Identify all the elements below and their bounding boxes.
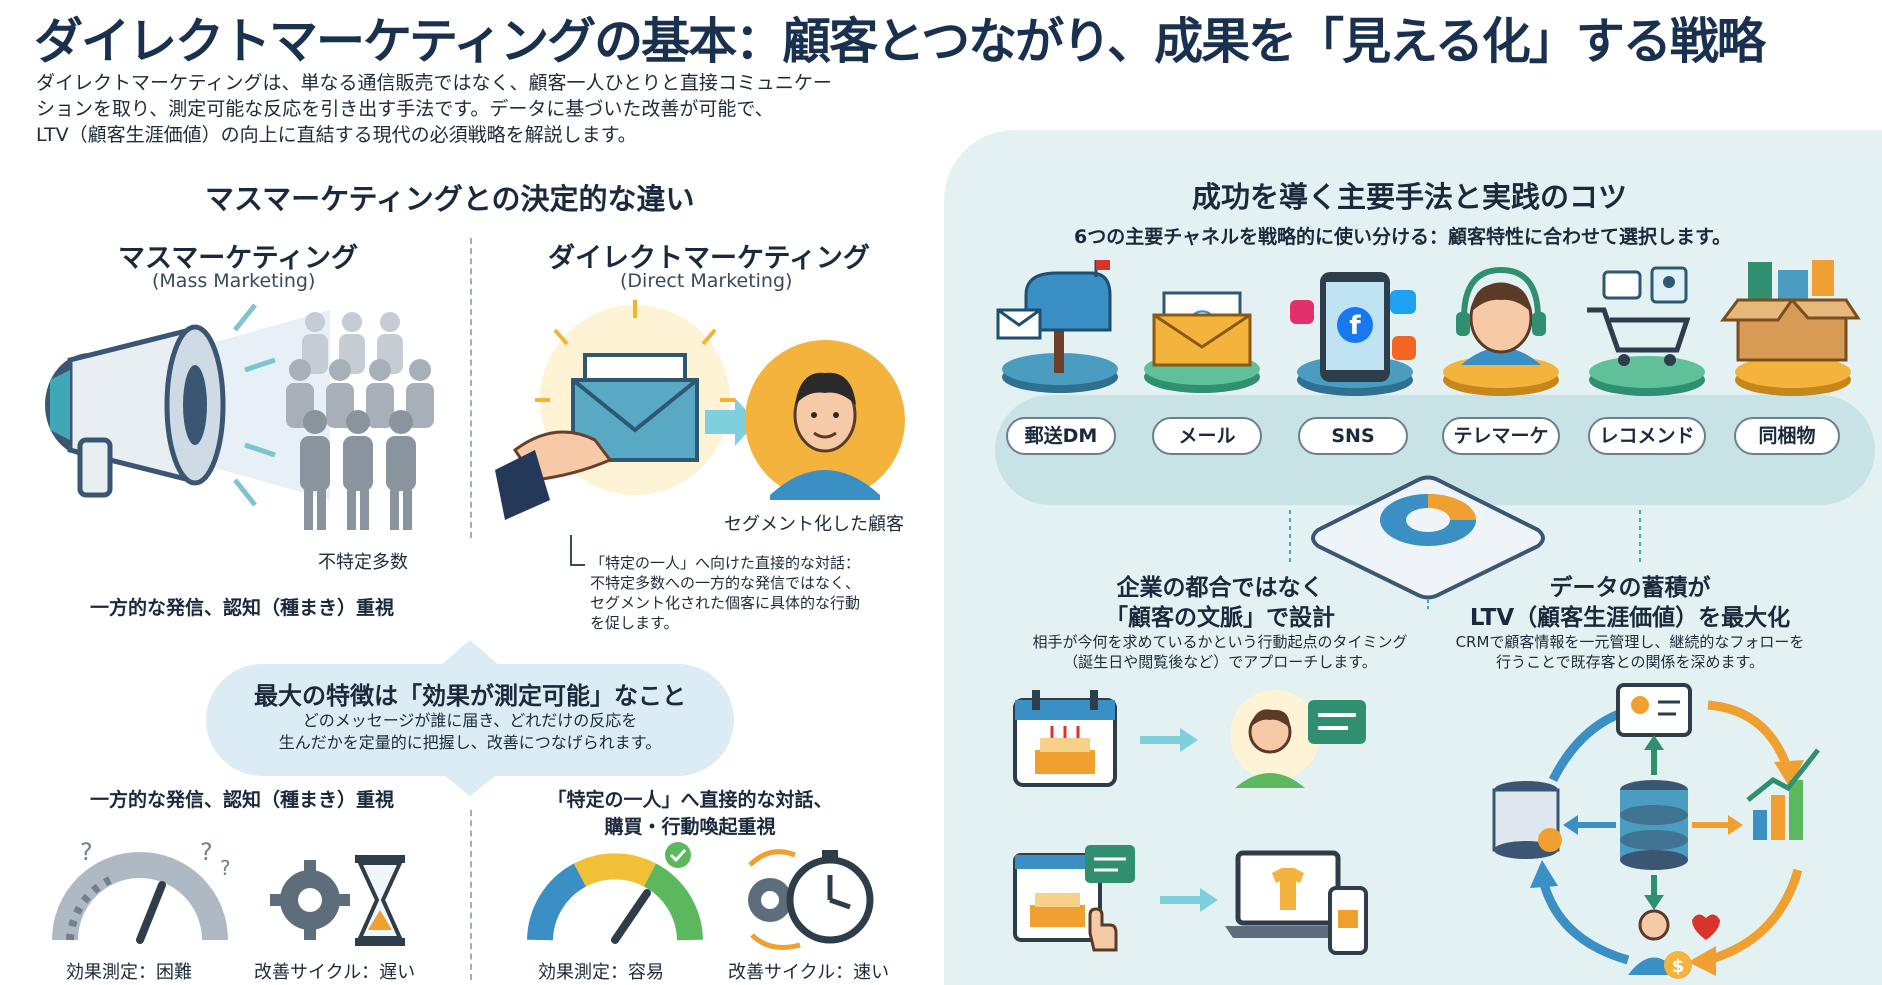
note-line: 「特定の一人」へ向けた直接的な対話： (590, 554, 861, 572)
context-line: （誕生日や閲覧後など）でアプローチします。 (1063, 653, 1377, 671)
svg-text:f: f (1349, 311, 1361, 341)
note-line: を促します。 (590, 614, 679, 632)
svg-text:?: ? (80, 838, 93, 866)
data-body: CRMで顧客情報を一元管理し、継続的なフォローを 行うことで既存客との関係を深め… (1440, 632, 1820, 672)
context-line: 相手が今何を求めているかという行動起点のタイミング (1032, 633, 1408, 651)
channel-label-enclosure: 同梱物 (1734, 417, 1840, 455)
gear-hourglass-icon (270, 855, 405, 946)
context-title-1: 企業の都合ではなく (1116, 575, 1324, 601)
context-body: 相手が今何を求めているかという行動起点のタイミング （誕生日や閲覧後など）でアプ… (1000, 632, 1440, 672)
note-line: セグメント化された個客に具体的な行動 (590, 594, 861, 612)
mailbox-icon (996, 260, 1118, 393)
gauge-hard-icon: ? ? ? (52, 838, 231, 944)
crowd-icon (286, 312, 434, 530)
customer-label: セグメント化した顧客 (724, 514, 904, 535)
browser-cake-icon (1013, 845, 1135, 952)
column-divider (470, 238, 472, 538)
svg-text:$: $ (1672, 956, 1685, 977)
email-icon: @ (1144, 291, 1260, 393)
context-title-2: 「顧客の文脈」で設計 (1105, 605, 1335, 631)
bubble-pointer (440, 640, 500, 666)
notified-person-icon (1230, 690, 1366, 788)
arrow-icon (1140, 728, 1198, 752)
channel-label-email: メール (1152, 417, 1262, 455)
feature-body: どのメッセージが誰に届き、どれだけの反応を 生んだかを定量的に把握し、改善につな… (206, 710, 734, 754)
mass-caption: 一方的な発信、認知（種まき）重視 (90, 597, 395, 619)
intro-line: ションを取り、測定可能な反応を引き出す手法です。データに基づいた改善が可能で、 (36, 98, 774, 120)
note-bracket (570, 535, 585, 566)
channel-label-telemarketing: テレマーケ (1442, 417, 1560, 455)
cycle-slow-label: 改善サイクル：遅い (254, 962, 416, 983)
methods-heading: 成功を導く主要手法と実践のコツ (1192, 180, 1628, 214)
feature-bubble (206, 664, 734, 776)
intro-line: ダイレクトマーケティングは、単なる通信販売ではなく、顧客一人ひとりと直接コミュニ… (36, 72, 832, 94)
mass-bottom-caption: 一方的な発信、認知（種まき）重視 (90, 789, 395, 811)
laptop-phone-icon (1225, 850, 1368, 955)
direct-note: 「特定の一人」へ向けた直接的な対話： 不特定多数への一方的な発信ではなく、 セグ… (590, 553, 860, 633)
note-line: 不特定多数への一方的な発信ではなく、 (590, 574, 861, 592)
data-title-2: LTV（顧客生涯価値）を最大化 (1469, 605, 1791, 631)
megaphone-icon (45, 303, 330, 507)
headset-operator-icon (1443, 266, 1559, 396)
direct-title: ダイレクトマーケティング (548, 243, 870, 274)
cycle-fast-label: 改善サイクル：速い (728, 962, 890, 983)
column-divider (470, 810, 472, 980)
measure-easy-label: 効果測定：容易 (538, 962, 664, 983)
data-line: CRMで顧客情報を一元管理し、継続的なフォローを (1455, 633, 1805, 651)
channel-label-sns: SNS (1298, 417, 1408, 455)
direct-bottom-caption-2: 購買・行動喚起重視 (604, 816, 776, 838)
feature-title: 最大の特徴は「効果が測定可能」なこと (254, 682, 686, 710)
channel-label-mail-dm: 郵送DM (1006, 417, 1116, 455)
direct-subtitle: (Direct Marketing) (620, 270, 793, 292)
svg-text:?: ? (220, 856, 231, 880)
smartphone-sns-icon: f (1290, 272, 1416, 396)
hub-device-icon (1311, 475, 1545, 610)
measure-hard-label: 効果測定：困難 (66, 962, 192, 983)
page-title: ダイレクトマーケティングの基本：顧客とつながり、成果を「見える化」する戦略 (34, 13, 1766, 70)
arrow-icon (1160, 888, 1218, 912)
svg-text:?: ? (200, 838, 213, 866)
gear-stopwatch-icon (748, 849, 874, 950)
mass-subtitle: (Mass Marketing) (152, 270, 316, 292)
intro-line: LTV（顧客生涯価値）の向上に直結する現代の必須戦略を解説します。 (36, 124, 637, 146)
birthday-calendar-icon (1013, 690, 1117, 787)
methods-subheading: 6つの主要チャネルを戦略的に使い分ける：顧客特性に合わせて選択します。 (1074, 226, 1732, 248)
envelope-hand-icon: @ (495, 300, 757, 520)
comparison-heading: マスマーケティングとの決定的な違い (205, 182, 695, 216)
hub-connectors (1289, 510, 1641, 565)
intro-text: ダイレクトマーケティングは、単なる通信販売ではなく、顧客一人ひとりと直接コミュニ… (36, 70, 916, 148)
feature-line: どのメッセージが誰に届き、どれだけの反応を (302, 711, 638, 730)
direct-bottom-caption-1: 「特定の一人」へ直接的な対話、 (547, 789, 833, 811)
feature-line: 生んだかを定量的に把握し、改善につなげられます。 (278, 733, 662, 752)
shopping-cart-icon (1587, 266, 1705, 396)
channel-label-recommend: レコメンド (1588, 417, 1706, 455)
package-icon (1720, 260, 1861, 396)
customer-avatar (745, 340, 905, 500)
bubble-pointer (440, 772, 500, 796)
mass-title: マスマーケティング (118, 243, 359, 274)
gauge-easy-icon (527, 842, 703, 944)
crowd-label: 不特定多数 (318, 552, 408, 573)
data-title-1: データの蓄積が (1549, 575, 1711, 601)
crm-cycle-diagram: $ (1492, 683, 1820, 979)
data-line: 行うことで既存客との関係を深めます。 (1496, 653, 1764, 671)
